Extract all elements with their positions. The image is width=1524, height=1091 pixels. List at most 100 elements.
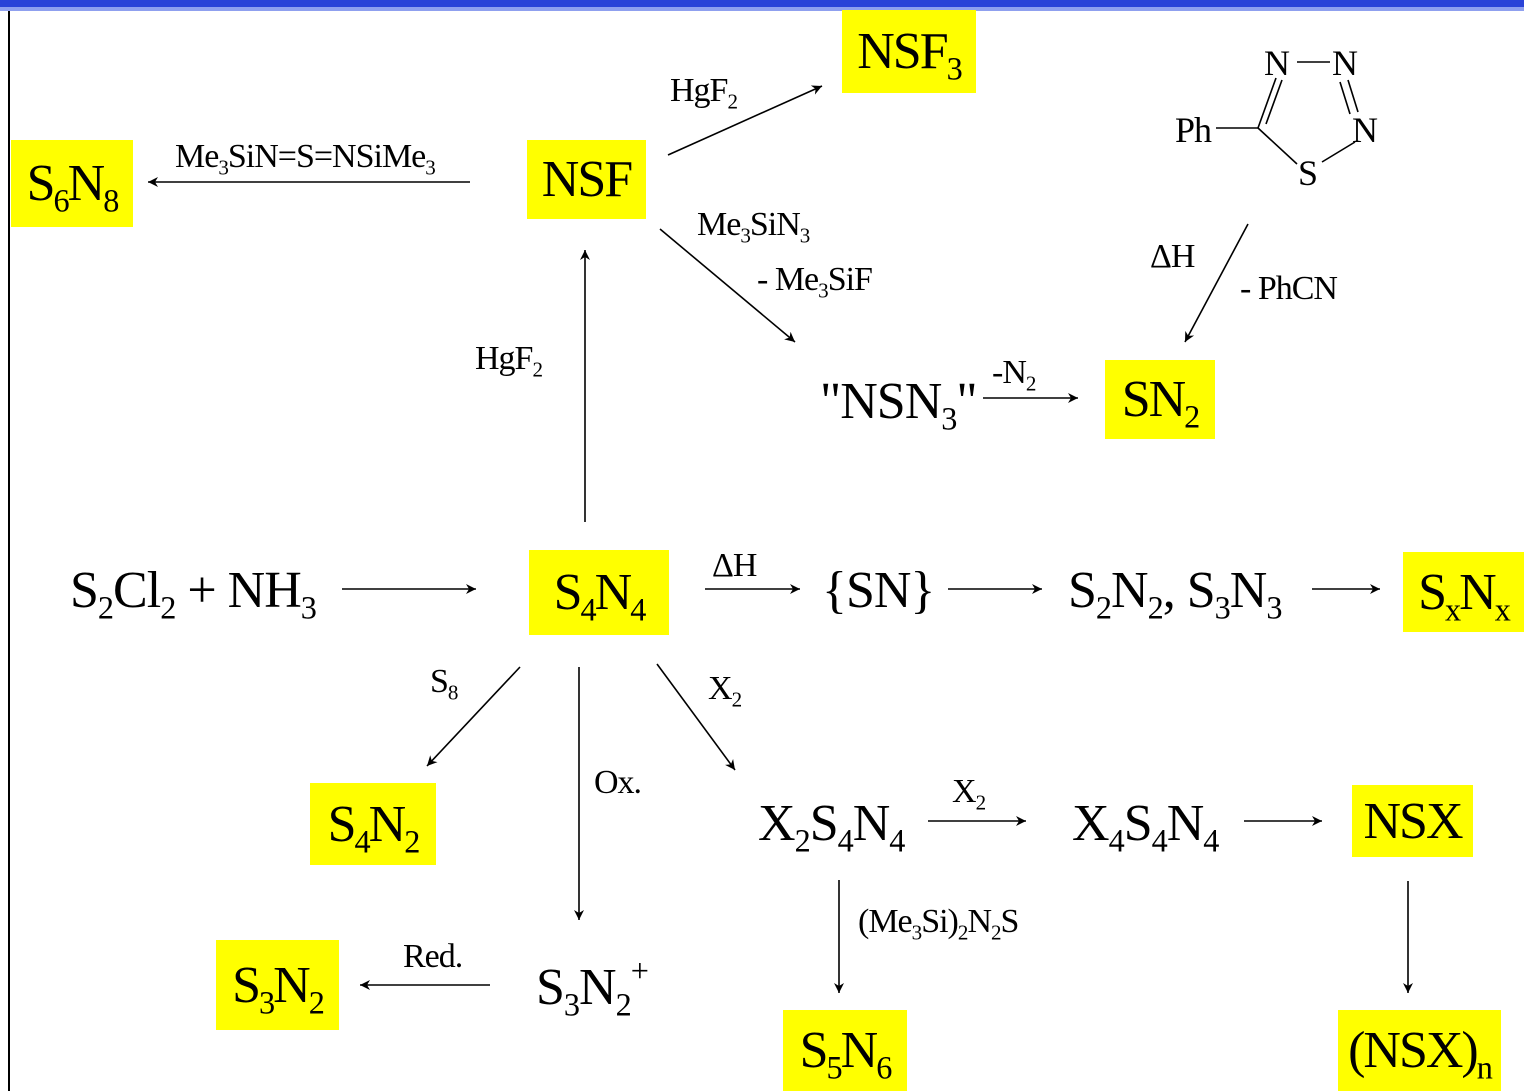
formula: NSX (1363, 792, 1463, 850)
subscript: 3 (300, 589, 317, 626)
subscript: 2 (1095, 589, 1112, 626)
formula: S4N4 (553, 564, 647, 628)
formula: S6N8 (26, 155, 120, 219)
reagent-me3si2n2s: (Me3Si)2N2S (858, 903, 1019, 945)
subscript: 5 (826, 1049, 843, 1086)
reagent-me3sin-s-nsime3: Me3SiN=S=NSiMe3 (175, 138, 436, 180)
reagent-hgf2-vertical: HgF2 (475, 340, 543, 382)
subscript: 4 (1203, 822, 1219, 859)
subscript: 2 (957, 920, 969, 945)
node-reactant: S2Cl2 + NH3 (70, 562, 317, 626)
subscript: 4 (889, 822, 905, 859)
formula: {SN} (822, 562, 935, 619)
thiatriazole-ring (1216, 61, 1359, 165)
subscript: 3 (740, 223, 751, 248)
reagent-s8: S8 (430, 663, 458, 705)
subscript: x (1445, 590, 1461, 627)
node-s2n2-s3n3: S2N2, S3N3 (1068, 562, 1282, 626)
left-border (8, 11, 10, 1091)
subscript: 3 (218, 155, 229, 180)
node-sn-radical: {SN} (822, 562, 935, 619)
formula: NSF (541, 151, 633, 208)
arrow-s4n4-to-x2s4n4 (656, 663, 736, 771)
subscript: 3 (425, 155, 436, 180)
node-x2s4n4: X2S4N4 (758, 795, 905, 859)
subscript: 2 (1147, 589, 1164, 626)
reagent-delta-h-top: ΔH (1150, 238, 1195, 275)
node-s3n2: S3N2 (216, 940, 339, 1030)
formula: (NSX)n (1348, 1022, 1493, 1086)
subscript: 2 (160, 589, 176, 626)
subscript: 3 (941, 400, 957, 437)
reagent-x2-right: X2 (952, 773, 986, 815)
formula: SxNx (1418, 563, 1511, 627)
node-nsf3: NSF3 (842, 10, 976, 93)
formula: S4N2 (327, 795, 421, 859)
top-border (0, 0, 1524, 7)
subscript: 2 (794, 822, 811, 859)
node-s4n4: S4N4 (529, 550, 669, 635)
atom-n3: N (1352, 110, 1378, 150)
reagent-red: Red. (403, 938, 463, 975)
subscript: 4 (837, 822, 854, 859)
node-sxnx: SxNx (1403, 552, 1524, 632)
arrow-nsf-to-nsn3 (659, 228, 796, 343)
atom-n2: N (1332, 43, 1358, 83)
subscript: 2 (1025, 371, 1037, 396)
reagent-delta-h-mid: ΔH (712, 547, 757, 584)
subscript: 4 (1151, 822, 1168, 859)
subscript: 2 (975, 790, 987, 815)
subscript: 3 (1266, 589, 1282, 626)
node-s3n2-plus: S3N2+ (536, 952, 649, 1023)
subscript: 4 (354, 822, 371, 859)
reagent-hgf2-top: HgF2 (670, 72, 738, 114)
subscript: 2 (532, 357, 543, 382)
subscript: 6 (53, 182, 70, 219)
subscript: 4 (630, 591, 646, 628)
subscript: 8 (103, 182, 119, 219)
arrow-s4n4-to-s4n2 (426, 666, 521, 767)
node-s6n8: S6N8 (11, 140, 133, 227)
formula: NSF3 (857, 23, 963, 87)
reagent-ox: Ox. (594, 764, 642, 801)
subscript: 2 (727, 89, 738, 114)
node-nsn3: "NSN3" (820, 373, 978, 437)
reagent-minus-n2: -N2 (992, 354, 1036, 396)
subscript: x (1494, 590, 1511, 627)
subscript: 4 (580, 591, 597, 628)
formula: S5N6 (799, 1022, 893, 1086)
subscript: 2 (1184, 398, 1200, 435)
subscript: 2 (97, 589, 114, 626)
node-nsx-polymer: (NSX)n (1338, 1010, 1501, 1091)
superscript: + (630, 952, 649, 989)
atom-n1: N (1264, 43, 1290, 83)
node-nsf: NSF (527, 140, 646, 219)
node-nsx: NSX (1352, 785, 1473, 857)
subscript: 6 (876, 1049, 892, 1086)
subscript: 3 (799, 223, 811, 248)
subscript: n (1476, 1049, 1493, 1086)
subscript: 2 (308, 983, 325, 1020)
subscript: 2 (731, 687, 743, 712)
subscript: 2 (404, 822, 420, 859)
subscript: 3 (911, 920, 923, 945)
node-s5n6: S5N6 (783, 1010, 907, 1091)
top-border-light (0, 7, 1524, 11)
subscript: 3 (1214, 589, 1231, 626)
atom-s: S (1298, 153, 1318, 193)
node-sn2: SN2 (1105, 360, 1215, 439)
subscript: 3 (259, 983, 275, 1020)
reagent-me3sin3: Me3SiN3 (697, 206, 810, 248)
arrow-thiatriazole-to-sn2 (1184, 223, 1249, 343)
subscript: 8 (447, 680, 459, 705)
subscript: 2 (991, 920, 1002, 945)
subscript: 4 (1108, 822, 1125, 859)
reagent-x2-diag: X2 (708, 670, 742, 712)
subscript: 3 (563, 986, 580, 1023)
formula: SN2 (1121, 371, 1201, 435)
subscript: 2 (615, 986, 632, 1023)
node-x4s4n4: X4S4N4 (1072, 795, 1219, 859)
subscript: 3 (818, 278, 829, 303)
